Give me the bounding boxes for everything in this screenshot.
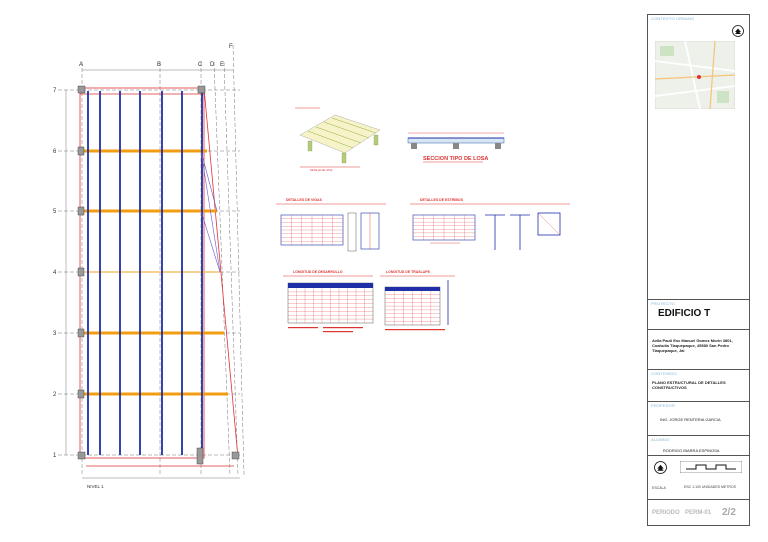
location-map [655,41,735,109]
grid-row-2: 2 [53,392,57,398]
grid-row-5: 5 [53,209,57,215]
content-cell: CONTENIDO PLANO ESTRUCTURAL DE DETALLES … [648,369,749,401]
lap-length-table: LONGITUD DE TRASLAPE [380,270,455,331]
content-label: CONTENIDO [651,371,677,376]
logo-cell: ESCALA ESC 1:100 UNIDADES METROS [648,455,749,499]
sheet-period: PERIODO [652,510,680,516]
grid-labels: A B C D E F 7 6 5 4 3 2 1 NIVEL 1 [53,44,233,489]
grid-col-d: D [210,62,215,68]
project-label: PROYECTO [651,301,675,306]
slab-isometric-detail: DETALLE DE LOSA [295,107,381,172]
grid-row-6: 6 [53,149,57,155]
grid-row-4: 4 [53,270,57,276]
beam-detail-1-title: DETALLES DE VIGAS [286,198,323,202]
sheet-content: PLANO ESTRUCTURAL DE DETALLES CONSTRUCTI… [652,380,726,390]
student-label: ALUMNO [651,437,670,442]
professor-cell: PROFESOR ING. JORGE RENTERIA GARCIA [648,401,749,435]
grid-col-b: B [157,62,161,68]
table-1-title: LONGITUD DE DESARROLLO [293,270,343,274]
iso-detail-label: DETALLE DE LOSA [310,169,333,172]
professor-name: ING. JORGE RENTERIA GARCIA [660,417,721,422]
grid-col-c: C [198,62,203,68]
project-address: Avila Pauli Esc Manuel Gomez Morin 3801,… [652,338,733,353]
grid-row-3: 3 [53,331,57,337]
drawing-sheet: A B C D E F 7 6 5 4 3 2 1 NIVEL 1 DETALL… [53,44,570,489]
grid-row-7: 7 [53,88,57,94]
grid-col-f: F [229,44,233,50]
slab-section-detail: SECCION TIPO DE LOSA [407,132,505,163]
address-cell: Avila Pauli Esc Manuel Gomez Morin 3801,… [648,329,749,369]
plan-label: NIVEL 1 [87,484,104,489]
student-cell: ALUMNO RODRIGO IBARRA ESPINOSA [648,435,749,455]
university-logo-icon [654,461,667,474]
project-cell: PROYECTO EDIFICIO T [648,299,749,329]
beam-detail-2-title: DETALLES DE ESTRIBOS [420,198,464,202]
project-name: EDIFICIO T [658,308,711,319]
north-arrow-icon [732,25,744,37]
grid-col-a: A [79,62,83,68]
location-cell: CONTEXTO URBANO [648,15,749,115]
table-2-title: LONGITUD DE TRASLAPE [386,270,431,274]
beam-detail-2: DETALLES DE ESTRIBOS [410,198,570,250]
sheet-count: 2/2 [722,507,736,518]
student-name: RODRIGO IBARRA ESPINOSA [663,448,720,453]
graphic-scale [680,461,742,473]
grid-row-1: 1 [53,453,57,459]
floor-plan [58,44,245,479]
development-length-table: LONGITUD DE DESARROLLO [283,270,374,333]
scale-label: ESCALA [652,486,666,490]
beam-detail-1: DETALLES DE VIGAS [276,198,386,252]
sheet-code: PERM-01 [685,510,712,516]
title-block: CONTEXTO URBANO PROYECTO EDIFICIO T Avil… [647,14,750,526]
professor-label: PROFESOR [651,403,676,408]
location-label: CONTEXTO URBANO [651,16,695,21]
grid-col-e: E [220,62,224,68]
scale-note: ESC 1:100 UNIDADES METROS [684,485,736,489]
sheet-number-cell: PERIODO PERM-01 2/2 [648,499,749,527]
slab-section-title: SECCION TIPO DE LOSA [423,156,488,162]
